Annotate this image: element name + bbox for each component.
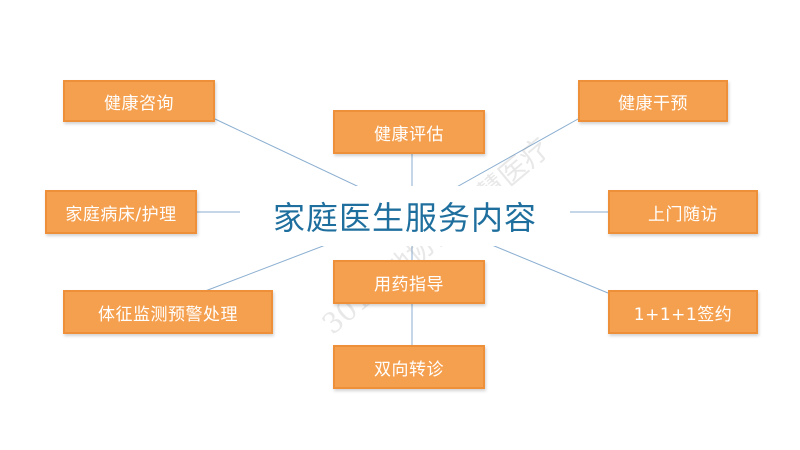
center-title: 家庭医生服务内容 bbox=[240, 186, 570, 246]
node-health-intervene: 健康干预 bbox=[578, 80, 728, 122]
node-health-assess: 健康评估 bbox=[333, 110, 485, 154]
node-medication: 用药指导 bbox=[333, 260, 485, 304]
node-vital-monitor: 体征监测预警处理 bbox=[63, 290, 273, 334]
node-referral: 双向转诊 bbox=[333, 345, 485, 389]
node-signing: 1+1+1签约 bbox=[608, 290, 758, 334]
node-home-bed: 家庭病床/护理 bbox=[45, 190, 197, 234]
node-followup: 上门随访 bbox=[608, 190, 758, 234]
node-health-consult: 健康咨询 bbox=[63, 80, 215, 122]
